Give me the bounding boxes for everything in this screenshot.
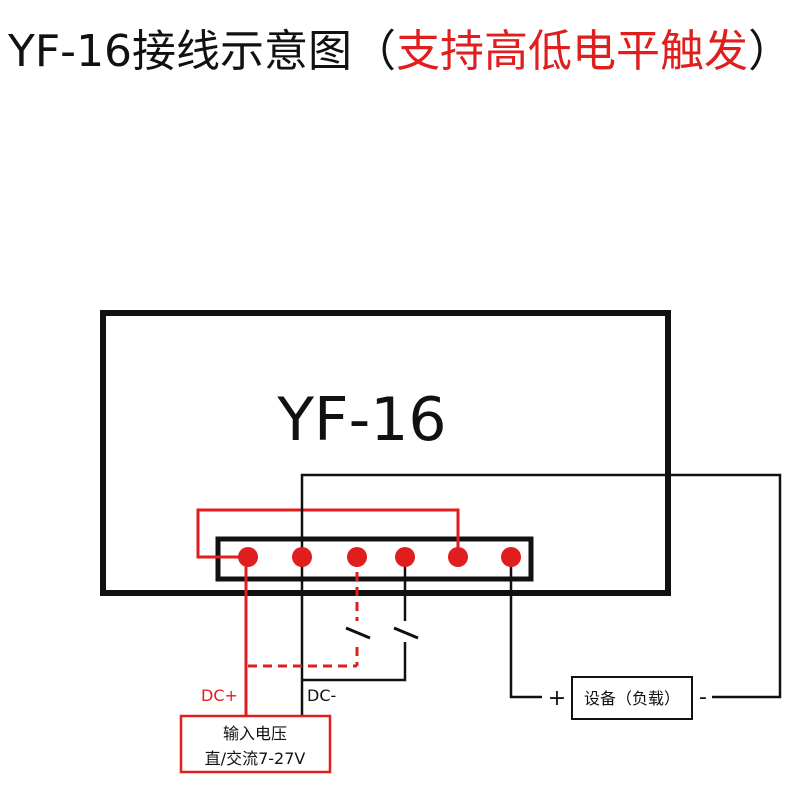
title-highlight: 支持高低电平触发 (396, 26, 749, 77)
terminal4-switch-wire (302, 557, 407, 682)
input-voltage-line2: 直/交流7-27V (205, 749, 306, 768)
terminal-2 (292, 547, 312, 567)
module-box (100, 310, 671, 596)
switch-contact-2 (393, 626, 419, 640)
dc-minus-label: DC- (307, 686, 336, 705)
terminal-block (215, 536, 534, 582)
load-label: 设备（负载） (584, 689, 680, 708)
terminal6-load-plus-wire (509, 557, 542, 699)
red-jumper-wire (196, 508, 460, 559)
terminal-3 (347, 547, 367, 567)
title-prefix: YF-16接线示意图（ (8, 26, 397, 77)
terminal-6 (501, 547, 521, 567)
load-box (571, 676, 693, 720)
terminal-1 (238, 547, 258, 567)
dc-plus-label: DC+ (201, 686, 238, 705)
module-name: YF-16 (276, 385, 446, 455)
load-plus-sign: + (548, 686, 566, 711)
diagram-title: YF-16接线示意图（支持高低电平触发） (8, 22, 800, 82)
load-minus-sign: - (699, 685, 707, 710)
terminal-5 (448, 547, 468, 567)
terminal-4 (395, 547, 415, 567)
switch-contact-1 (345, 626, 371, 640)
input-voltage-line1: 输入电压 (223, 724, 287, 743)
input-voltage-box (179, 714, 332, 774)
black-wire-terminal2-load-minus (300, 473, 782, 699)
title-suffix: ） (748, 26, 793, 77)
